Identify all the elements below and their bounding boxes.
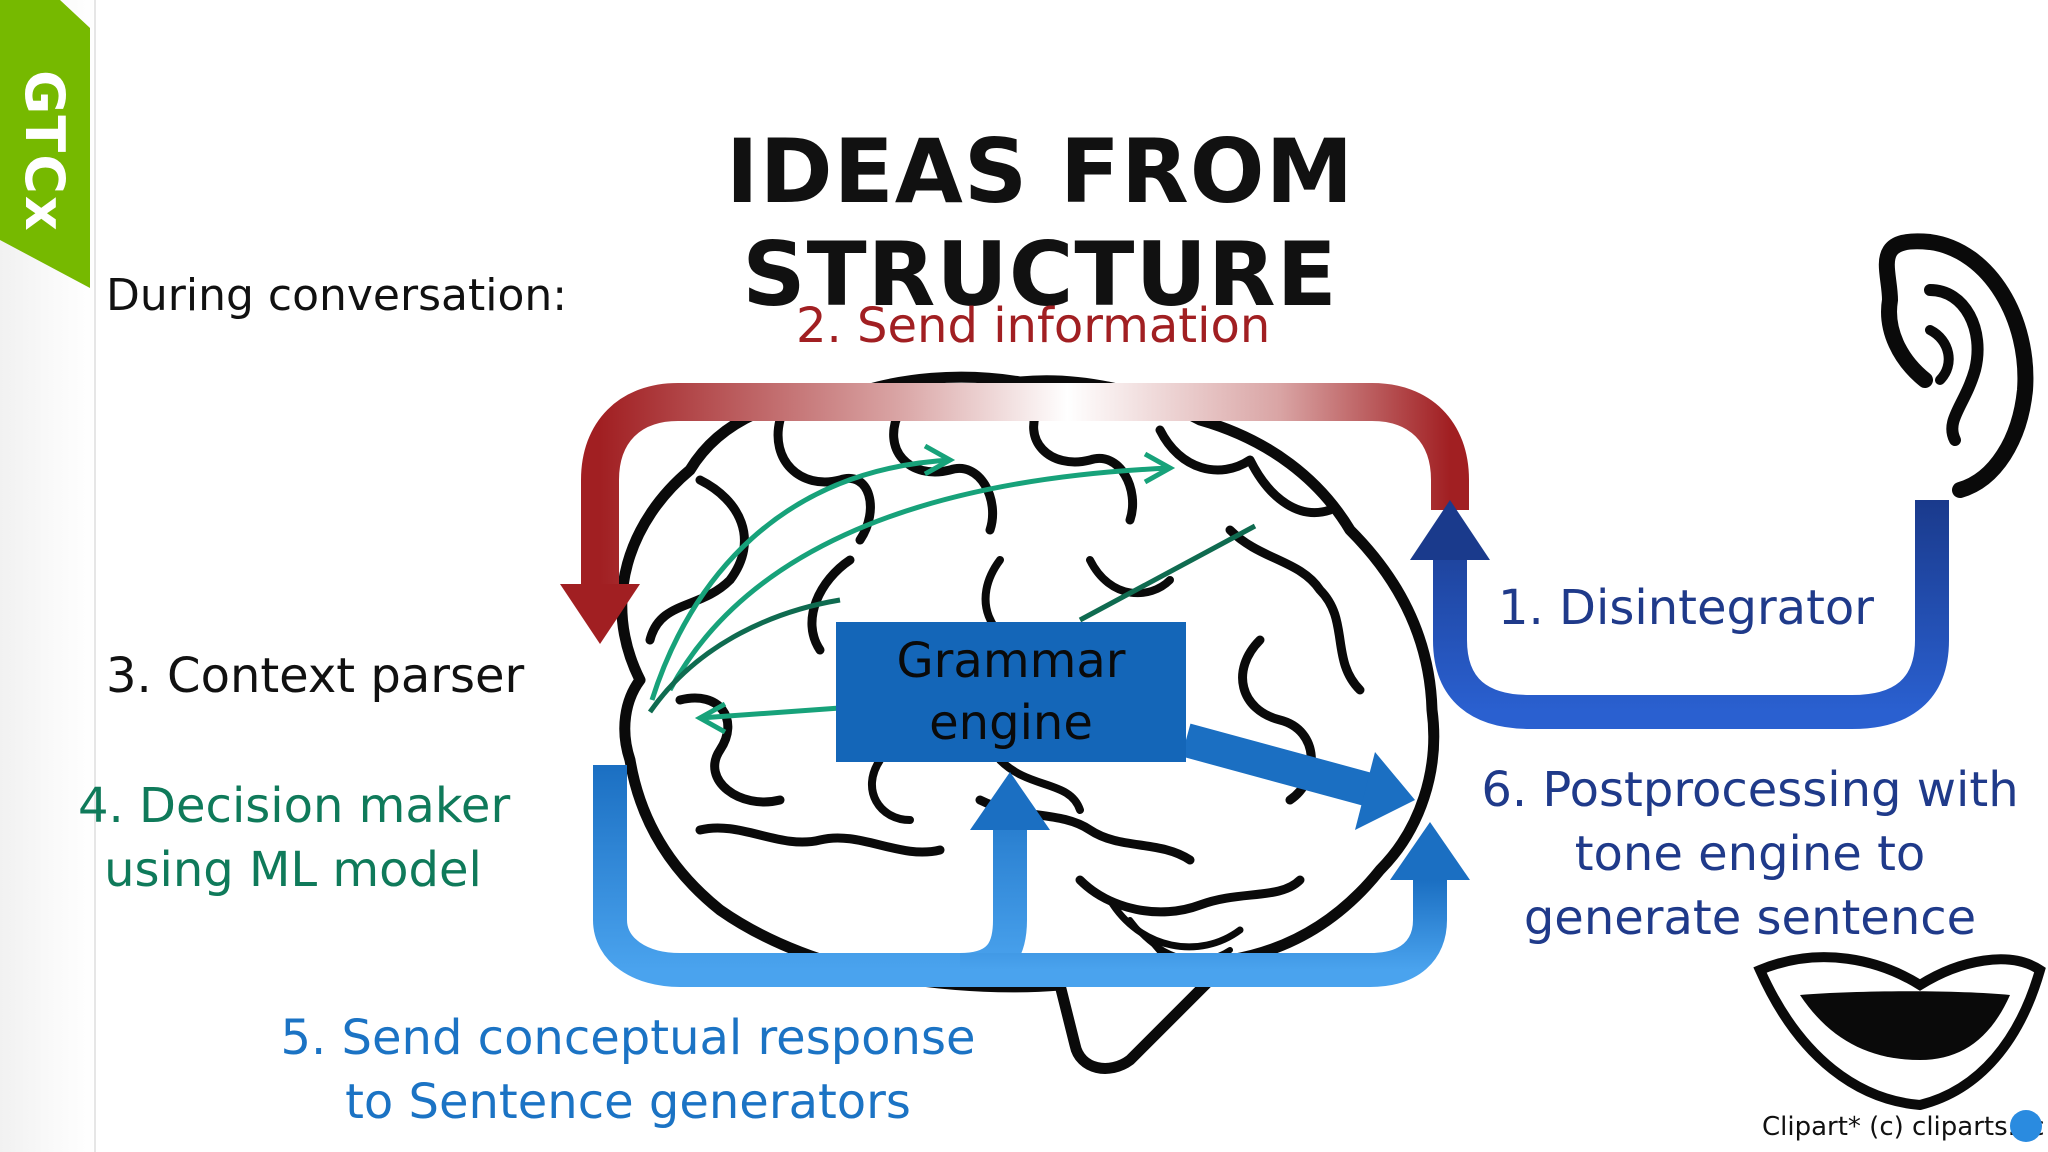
- step5-label: 5. Send conceptual response to Sentence …: [278, 1006, 978, 1134]
- step1-label: 1. Disintegrator: [1498, 580, 1875, 636]
- brand-logo-text: GTCx: [13, 70, 76, 233]
- brand-flag: [0, 0, 90, 288]
- step2-label: 2. Send information: [796, 298, 1271, 354]
- grammar-engine-box: Grammar engine: [836, 622, 1186, 762]
- grammar-box-line2: engine: [929, 695, 1093, 751]
- step3-label: 3. Context parser: [106, 648, 525, 704]
- step5-line2: to Sentence generators: [345, 1074, 911, 1130]
- step4-label: 4. Decision maker using ML model: [78, 774, 511, 902]
- ear-icon: [1878, 233, 2034, 498]
- step6-line1: 6. Postprocessing with: [1481, 762, 2019, 818]
- navy-arrow: [1410, 500, 1949, 729]
- slide-title: IDEAS FROM STRUCTURE: [725, 120, 1355, 326]
- red-arrow: [560, 383, 1469, 644]
- side-divider: [94, 0, 96, 1152]
- step6-line2: tone engine to: [1574, 826, 1926, 882]
- loading-spinner-icon: [2010, 1110, 2042, 1142]
- green-arrows: [647, 443, 1257, 735]
- clipart-credit: Clipart* (c) cliparts.cc: [1762, 1112, 2045, 1142]
- blue-arrows: [593, 723, 1470, 987]
- grammar-box-line1: Grammar: [896, 633, 1126, 689]
- step6-label: 6. Postprocessing with tone engine to ge…: [1460, 758, 2040, 950]
- step4-line1: 4. Decision maker: [78, 778, 511, 834]
- step4-line2: using ML model: [104, 842, 482, 898]
- step6-line3: generate sentence: [1523, 890, 1977, 946]
- intro-text: During conversation:: [106, 270, 568, 321]
- mouth-icon: [1753, 952, 2046, 1111]
- step5-line1: 5. Send conceptual response: [280, 1010, 976, 1066]
